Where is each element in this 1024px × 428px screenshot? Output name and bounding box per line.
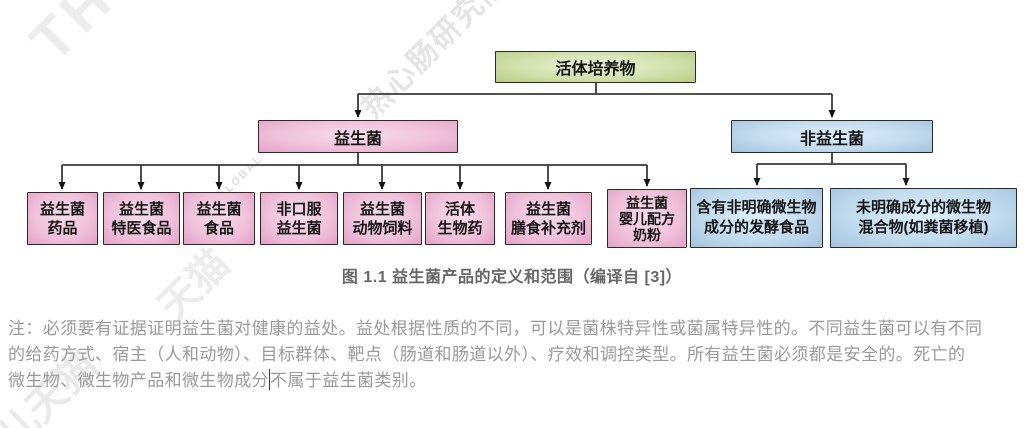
node-fermented-foods-undefined-microbes: 含有非明确微生物 成分的发酵食品 <box>690 188 823 248</box>
note-line-3b: 不属于益生菌类别。 <box>270 371 427 390</box>
node-probiotic-medical-foods: 益生菌 特医食品 <box>103 192 180 245</box>
node-probiotic-drugs: 益生菌 药品 <box>27 192 98 245</box>
node-non-oral-probiotics: 非口服 益生菌 <box>260 192 338 245</box>
note-line-3a: 微生物、微生物产品和微生物成分 <box>8 371 269 390</box>
node-probiotic-animal-feed: 益生菌 动物饲料 <box>343 192 422 245</box>
node-live-cultures: 活体培养物 <box>495 51 696 83</box>
node-non-probiotics: 非益生菌 <box>731 120 933 153</box>
figure-caption: 图 1.1 益生菌产品的定义和范围（编译自 [3]） <box>341 269 683 286</box>
text-cursor <box>269 369 270 390</box>
note-line-3: 微生物、微生物产品和微生物成分不属于益生菌类别。 <box>8 368 998 394</box>
node-live-biotherapeutics: 活体 生物药 <box>425 192 495 245</box>
node-probiotic-foods: 益生菌 食品 <box>183 192 255 245</box>
note-line-2: 的给药方式、宿主（人和动物）、目标群体、靶点（肠道和肠道以外）、疗效和调控类型。… <box>8 345 966 364</box>
node-probiotic-dietary-supplements: 益生菌 膳食补充剂 <box>505 192 592 245</box>
node-undefined-microbial-mixtures: 未明确成分的微生物 混合物(如粪菌移植) <box>830 188 1017 248</box>
node-probiotics: 益生菌 <box>258 120 458 153</box>
note-line-1: 注：必须要有证据证明益生菌对健康的益处。益处根据性质的不同，可以是菌株特异性或菌… <box>8 319 983 338</box>
node-probiotic-infant-formula: 益生菌 婴儿配方 奶粉 <box>607 189 687 248</box>
note-paragraph: 注：必须要有证据证明益生菌对健康的益处。益处根据性质的不同，可以是菌株特异性或菌… <box>8 316 998 394</box>
